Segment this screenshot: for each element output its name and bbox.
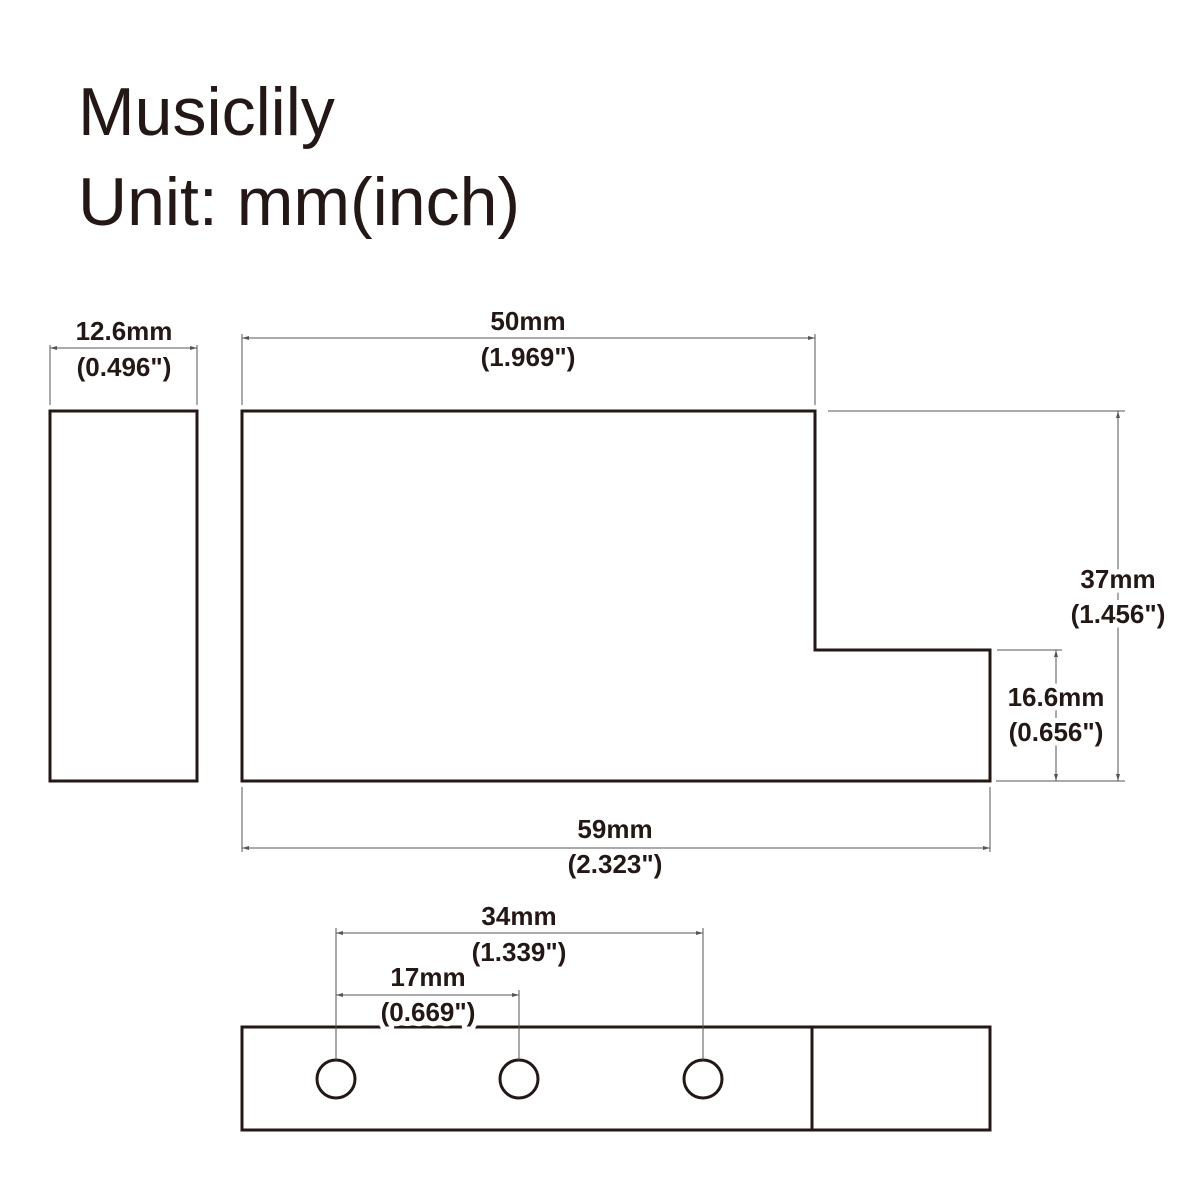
dim-side-width: 12.6mm (0.496") bbox=[49, 311, 198, 405]
dim-total-length: 59mm (2.323") bbox=[241, 787, 991, 884]
dim-total-height-mm: 37mm bbox=[1080, 564, 1155, 594]
dim-top-length-mm: 50mm bbox=[490, 306, 565, 336]
dim-total-length-inch: (2.323") bbox=[568, 849, 663, 879]
dim-total-height: 37mm (1.456") bbox=[828, 410, 1170, 782]
mounting-hole bbox=[498, 1058, 540, 1100]
dim-hole-span-inch: (1.339") bbox=[472, 937, 567, 967]
front-view-profile bbox=[240, 409, 992, 783]
dim-step-height-inch: (0.656") bbox=[1009, 717, 1104, 747]
dim-side-width-inch: (0.496") bbox=[77, 352, 172, 382]
dim-hole-spacing-mm: 17mm bbox=[390, 962, 465, 992]
dim-top-length-inch: (1.969") bbox=[481, 342, 576, 372]
mounting-hole bbox=[682, 1058, 724, 1100]
dim-hole-spacing-inch: (0.669") bbox=[381, 997, 476, 1027]
dim-step-height: 16.6mm (0.656") bbox=[997, 649, 1109, 781]
dim-total-length-mm: 59mm bbox=[577, 814, 652, 844]
dim-hole-span: 34mm (1.339") bbox=[335, 896, 704, 1060]
unit-label: Unit: mm(inch) bbox=[78, 164, 520, 240]
dim-total-height-inch: (1.456") bbox=[1071, 599, 1166, 629]
dim-hole-spacing: 17mm (0.669") bbox=[336, 957, 520, 1060]
dim-top-length: 50mm (1.969") bbox=[241, 301, 816, 405]
dim-hole-span-mm: 34mm bbox=[481, 901, 556, 931]
mounting-hole bbox=[315, 1058, 357, 1100]
dim-step-height-mm: 16.6mm bbox=[1008, 682, 1105, 712]
dim-side-width-mm: 12.6mm bbox=[76, 316, 173, 346]
brand-title: Musiclily bbox=[78, 74, 335, 150]
bottom-view-block bbox=[240, 1025, 992, 1132]
side-view-block bbox=[48, 409, 199, 783]
